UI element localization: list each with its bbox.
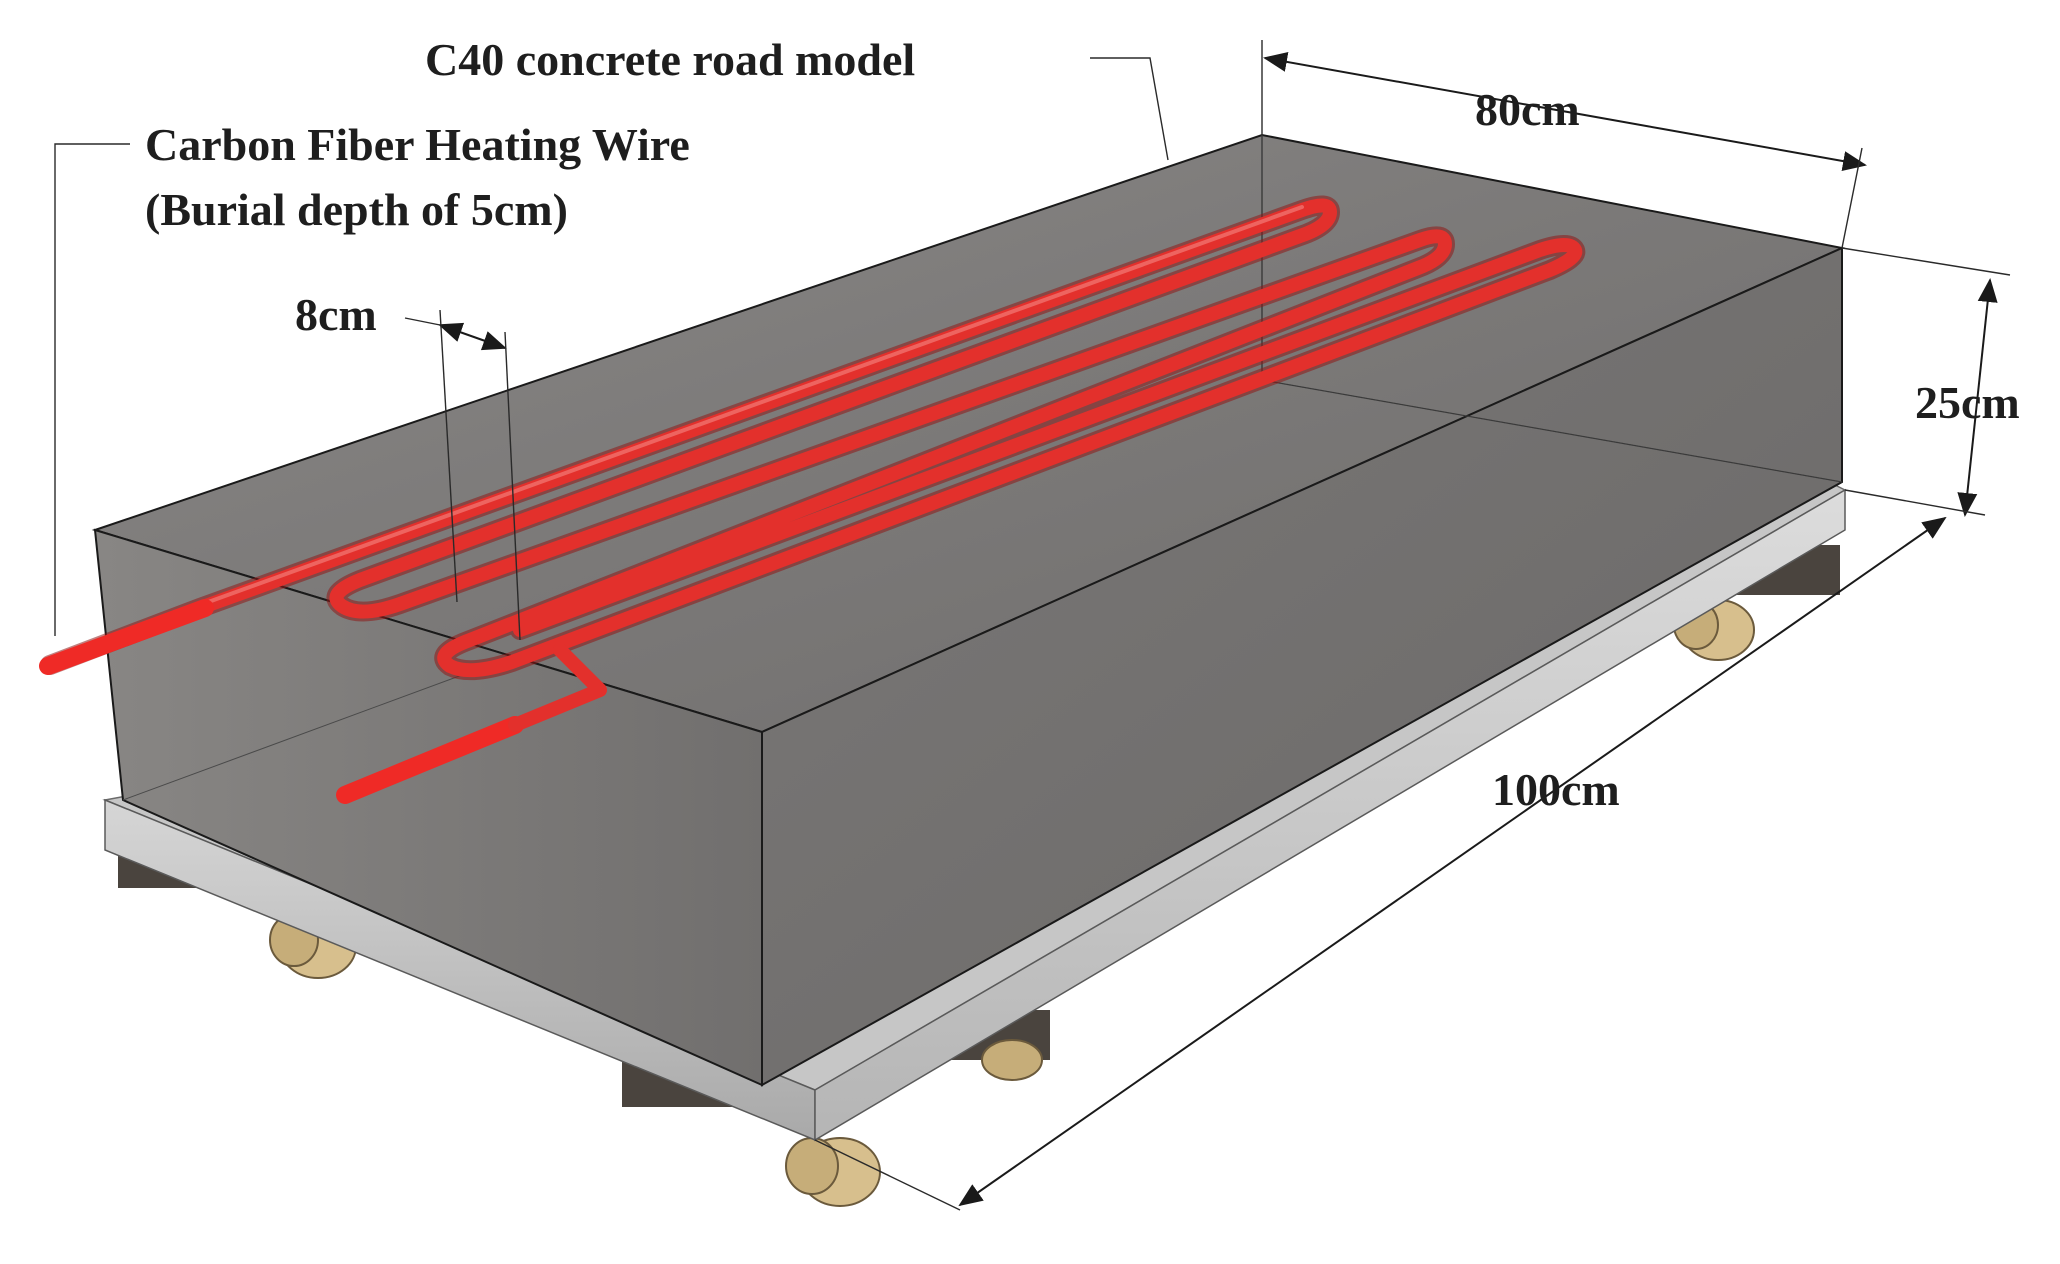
- height-dim-line: [1957, 278, 1998, 517]
- spacing-dim-line: [438, 322, 507, 351]
- length-dim-line: [958, 516, 1947, 1207]
- spacing-ext-left: [439, 309, 458, 603]
- spacing-label: 8cm: [295, 289, 377, 340]
- annotations: [54, 40, 2011, 1211]
- model-leader-line: [1090, 57, 1169, 161]
- carbon-fiber-heating-wire: [39, 195, 1586, 804]
- hidden-edge-back: [1261, 379, 1843, 483]
- wire-label-line1: Carbon Fiber Heating Wire: [145, 119, 690, 170]
- wire-label-line2: (Burial depth of 5cm): [145, 184, 568, 235]
- width-dim-line: [1263, 52, 1867, 171]
- wheel-middle: [981, 1039, 1043, 1081]
- wire-path: [43, 198, 1583, 678]
- model-label: C40 concrete road model: [425, 34, 915, 85]
- spacing-ext-right: [504, 331, 521, 641]
- width-ext-right: [1841, 147, 1863, 249]
- spacing-leader: [404, 317, 441, 326]
- wire-end-right-lead: [508, 643, 607, 732]
- height-ext-bottom: [1844, 489, 1986, 516]
- wire-end-right: [336, 716, 524, 804]
- wire-leader-line: [54, 143, 130, 636]
- wire-end-left: [39, 599, 214, 675]
- height-label: 25cm: [1915, 377, 2020, 428]
- height-ext-top: [1841, 247, 2011, 276]
- width-label: 80cm: [1475, 84, 1580, 135]
- length-label: 100cm: [1492, 764, 1620, 815]
- length-ext-left: [814, 1139, 961, 1211]
